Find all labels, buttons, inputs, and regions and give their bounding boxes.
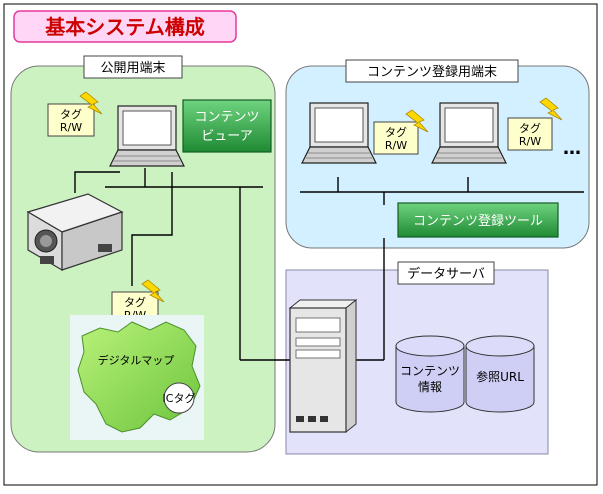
svg-text:タグ: タグ — [124, 295, 146, 309]
tag-rw-registration-1: タグ R/W — [373, 109, 429, 155]
tag-rw-public: タグ R/W — [47, 91, 103, 137]
tag-rw-registration-2: タグ R/W — [507, 97, 563, 151]
svg-text:参照URL: 参照URL — [476, 369, 524, 384]
svg-text:タグ: タグ — [385, 125, 407, 139]
more-terminals-ellipsis: … — [563, 138, 581, 159]
svg-text:ビューア: ビューア — [201, 129, 252, 144]
registration-laptop-2 — [431, 102, 507, 164]
svg-text:R/W: R/W — [519, 135, 541, 148]
projector-icon — [26, 193, 124, 272]
title-box: 基本システム構成 — [13, 10, 237, 43]
database-reference-url-icon: 参照URL — [465, 335, 535, 413]
public-terminal-label: 公開用端末 — [100, 61, 165, 76]
registration-terminal-label: コンテンツ登録用端末 — [367, 65, 497, 80]
data-server-label: データサーバ — [407, 266, 485, 282]
svg-text:コンテンツ: コンテンツ — [400, 364, 460, 378]
svg-text:情報: 情報 — [418, 380, 442, 394]
digital-map-label: デジタルマップ — [98, 353, 175, 367]
registration-laptop-1 — [301, 102, 377, 164]
svg-text:コンテンツ登録ツール: コンテンツ登録ツール — [413, 214, 543, 229]
public-laptop — [109, 105, 185, 167]
ic-tag-badge: ICタグ — [163, 382, 196, 414]
page-title: 基本システム構成 — [45, 15, 204, 39]
svg-text:タグ: タグ — [60, 107, 82, 121]
server-tower-icon — [288, 298, 358, 434]
svg-text:タグ: タグ — [519, 121, 541, 135]
svg-text:ICタグ: ICタグ — [163, 391, 196, 405]
svg-text:コンテンツ: コンテンツ — [194, 110, 259, 125]
contents-viewer-button: コンテンツ ビューア — [182, 99, 272, 153]
svg-text:R/W: R/W — [60, 121, 82, 134]
database-contents-info-icon: コンテンツ 情報 — [395, 335, 465, 413]
network-lines — [74, 168, 584, 361]
svg-text:R/W: R/W — [385, 139, 407, 152]
digital-map: デジタルマップ ICタグ — [70, 315, 204, 440]
registration-tool-button: コンテンツ登録ツール — [397, 202, 559, 238]
